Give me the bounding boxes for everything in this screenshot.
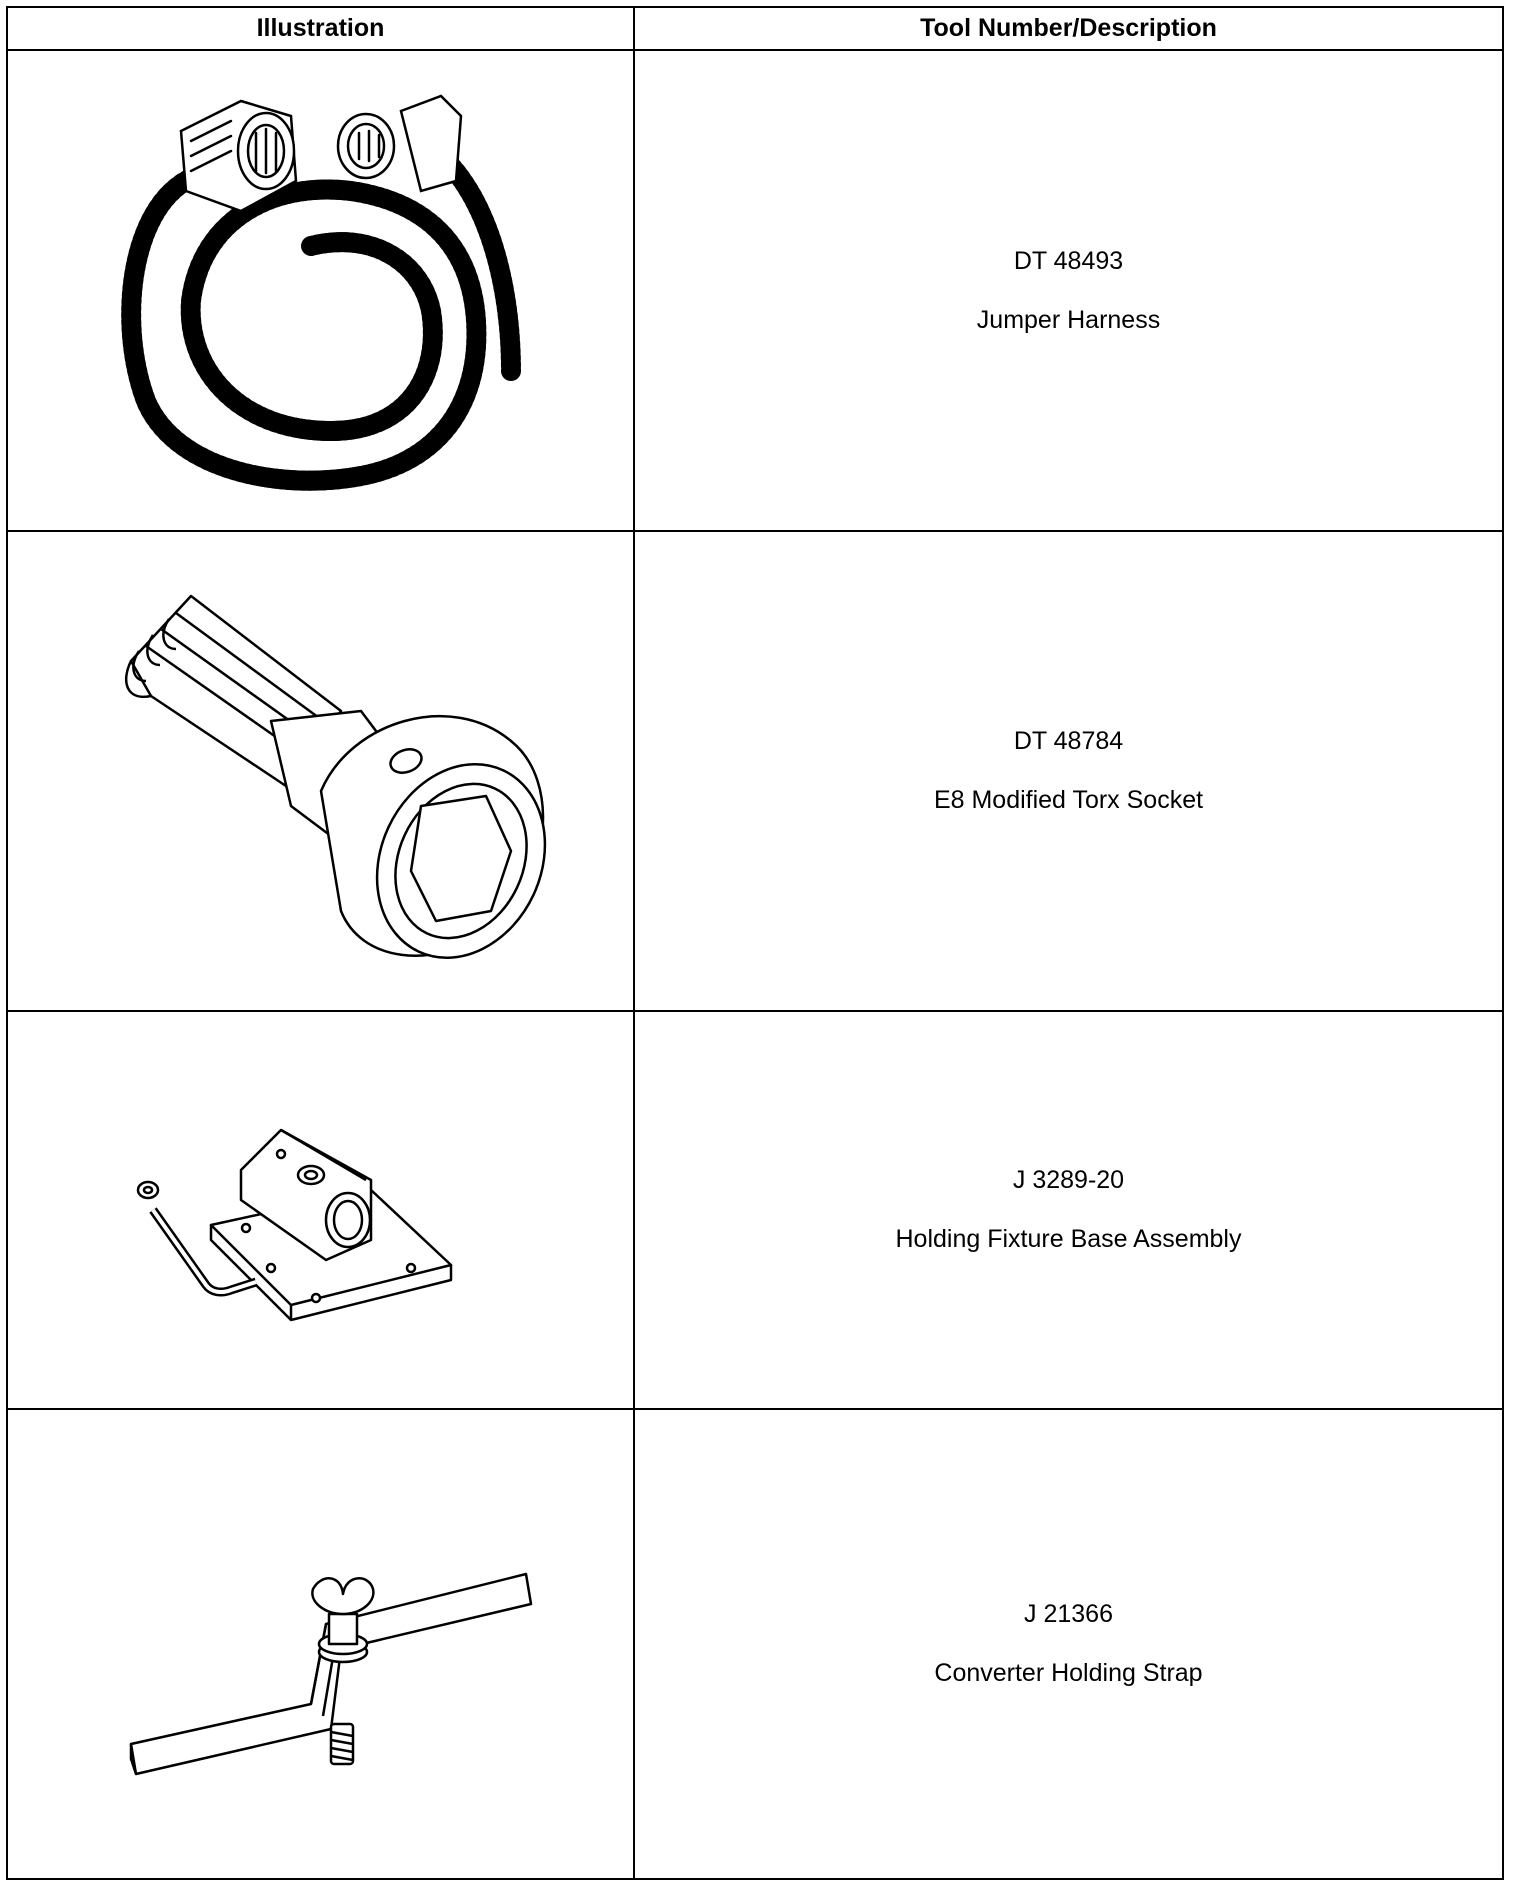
tool-description: E8 Modified Torx Socket (933, 786, 1204, 814)
tool-table: Illustration Tool Number/Description (6, 6, 1504, 1880)
tool-description: Jumper Harness (976, 305, 1161, 334)
illustration-cell (6, 530, 635, 1012)
header-tool-number-description: Tool Number/Description (633, 6, 1504, 51)
description-cell: DT 48493 Jumper Harness (633, 49, 1504, 532)
table-row: DT 48493 Jumper Harness (6, 49, 1504, 532)
header-illustration: Illustration (6, 6, 635, 51)
tool-number: J 3289-20 (1012, 1166, 1125, 1194)
torx-socket-illustration (124, 594, 546, 959)
holding-strap-illustration (129, 1572, 532, 1776)
tool-number: J 21366 (1024, 1600, 1113, 1628)
illustration-cell (6, 1408, 635, 1880)
description-cell: J 21366 Converter Holding Strap (633, 1408, 1504, 1880)
tool-number: DT 48784 (1013, 727, 1124, 755)
description-cell: DT 48784 E8 Modified Torx Socket (633, 530, 1504, 1012)
table-row: DT 48784 E8 Modified Torx Socket (6, 530, 1504, 1012)
holding-fixture-illustration (136, 1128, 452, 1322)
description-cell: J 3289-20 Holding Fixture Base Assembly (633, 1010, 1504, 1410)
illustration-cell (6, 1010, 635, 1410)
header-row: Illustration Tool Number/Description (6, 6, 1504, 51)
tool-number: DT 48493 (1013, 246, 1124, 275)
table-row: J 21366 Converter Holding Strap (6, 1408, 1504, 1880)
illustration-cell (6, 49, 635, 532)
tool-description: Converter Holding Strap (934, 1659, 1203, 1687)
table-row: J 3289-20 Holding Fixture Base Assembly (6, 1010, 1504, 1410)
jumper-harness-illustration (120, 94, 521, 491)
tool-description: Holding Fixture Base Assembly (895, 1225, 1242, 1253)
